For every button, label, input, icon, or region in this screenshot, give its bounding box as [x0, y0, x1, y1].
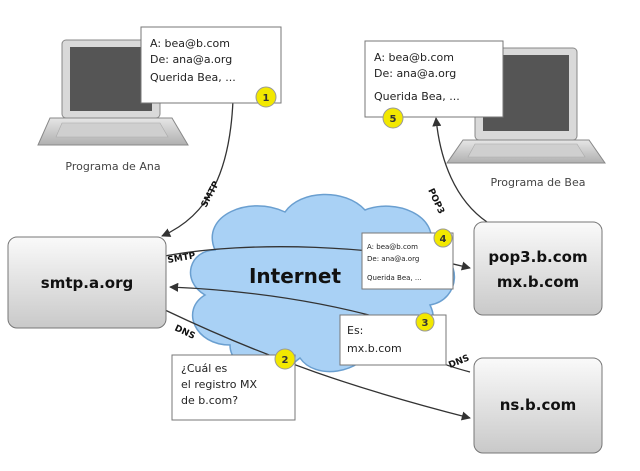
server-ns-b-label: ns.b.com: [500, 396, 577, 414]
laptop-left-screen: [70, 47, 152, 111]
server-ns-b: ns.b.com: [473, 357, 603, 454]
server-pop3-b: pop3.b.com mx.b.com: [473, 221, 603, 316]
step-badge-4: [433, 228, 453, 248]
email-right-line-2: De: ana@a.org: [374, 67, 456, 80]
cloud-label: Internet: [249, 264, 341, 288]
server-pop3-b-label: pop3.b.com: [488, 248, 587, 266]
query-line-3: de b.com?: [181, 394, 238, 407]
query-line-1: ¿Cuál es: [181, 362, 228, 375]
step-badge-4-number: 4: [440, 234, 447, 245]
arrow-dns-query: [164, 309, 471, 421]
arrow-ana-to-smtp: [161, 99, 234, 237]
answer-note: Es: mx.b.com 3: [339, 312, 447, 366]
email-right-line-3: Querida Bea, ...: [374, 90, 460, 103]
arrow-pop3-to-bea: [432, 117, 488, 223]
laptop-left-caption: Programa de Ana: [65, 160, 160, 173]
step-badge-2: [274, 348, 296, 370]
email-note-left: A: bea@b.com De: ana@a.org Querida Bea, …: [140, 26, 282, 108]
laptop-right-caption: Programa de Bea: [491, 176, 586, 189]
email-right-line-1: A: bea@b.com: [374, 51, 454, 64]
step-badge-3-number: 3: [422, 318, 429, 329]
email-mid-line-3: Querida Bea, ...: [367, 274, 422, 282]
answer-line-2: mx.b.com: [347, 342, 402, 355]
query-note: ¿Cuál es el registro MX de b.com? 2: [171, 348, 296, 421]
protocol-dns-2: DNS: [447, 353, 471, 370]
step-badge-5-number: 5: [390, 114, 397, 125]
email-mid-line-1: A: bea@b.com: [367, 243, 418, 251]
server-mx-b-label: mx.b.com: [497, 273, 579, 291]
laptop-left: Programa de Ana: [37, 39, 189, 173]
step-badge-1-number: 1: [263, 93, 270, 104]
protocol-dns-1: DNS: [173, 324, 197, 342]
protocol-smtp-2: SMTP: [167, 251, 197, 266]
server-smtp-a: smtp.a.org: [7, 236, 167, 329]
email-left-line-1: A: bea@b.com: [150, 37, 230, 50]
step-badge-5: [382, 107, 404, 129]
email-left-line-3: Querida Bea, ...: [150, 71, 236, 84]
step-badge-3: [415, 312, 435, 332]
email-mid-line-2: De: ana@a.org: [367, 255, 419, 263]
query-line-2: el registro MX: [181, 378, 257, 391]
email-note-right: A: bea@b.com De: ana@a.org Querida Bea, …: [364, 40, 504, 129]
server-smtp-a-label: smtp.a.org: [41, 274, 133, 292]
email-note-middle: A: bea@b.com De: ana@a.org Querida Bea, …: [361, 228, 454, 290]
protocol-pop3: POP3: [425, 187, 446, 216]
protocol-smtp-1: SMTP: [200, 179, 222, 209]
answer-line-1: Es:: [347, 324, 363, 337]
step-badge-2-number: 2: [282, 355, 289, 366]
step-badge-1: [255, 86, 277, 108]
email-left-line-2: De: ana@a.org: [150, 53, 232, 66]
